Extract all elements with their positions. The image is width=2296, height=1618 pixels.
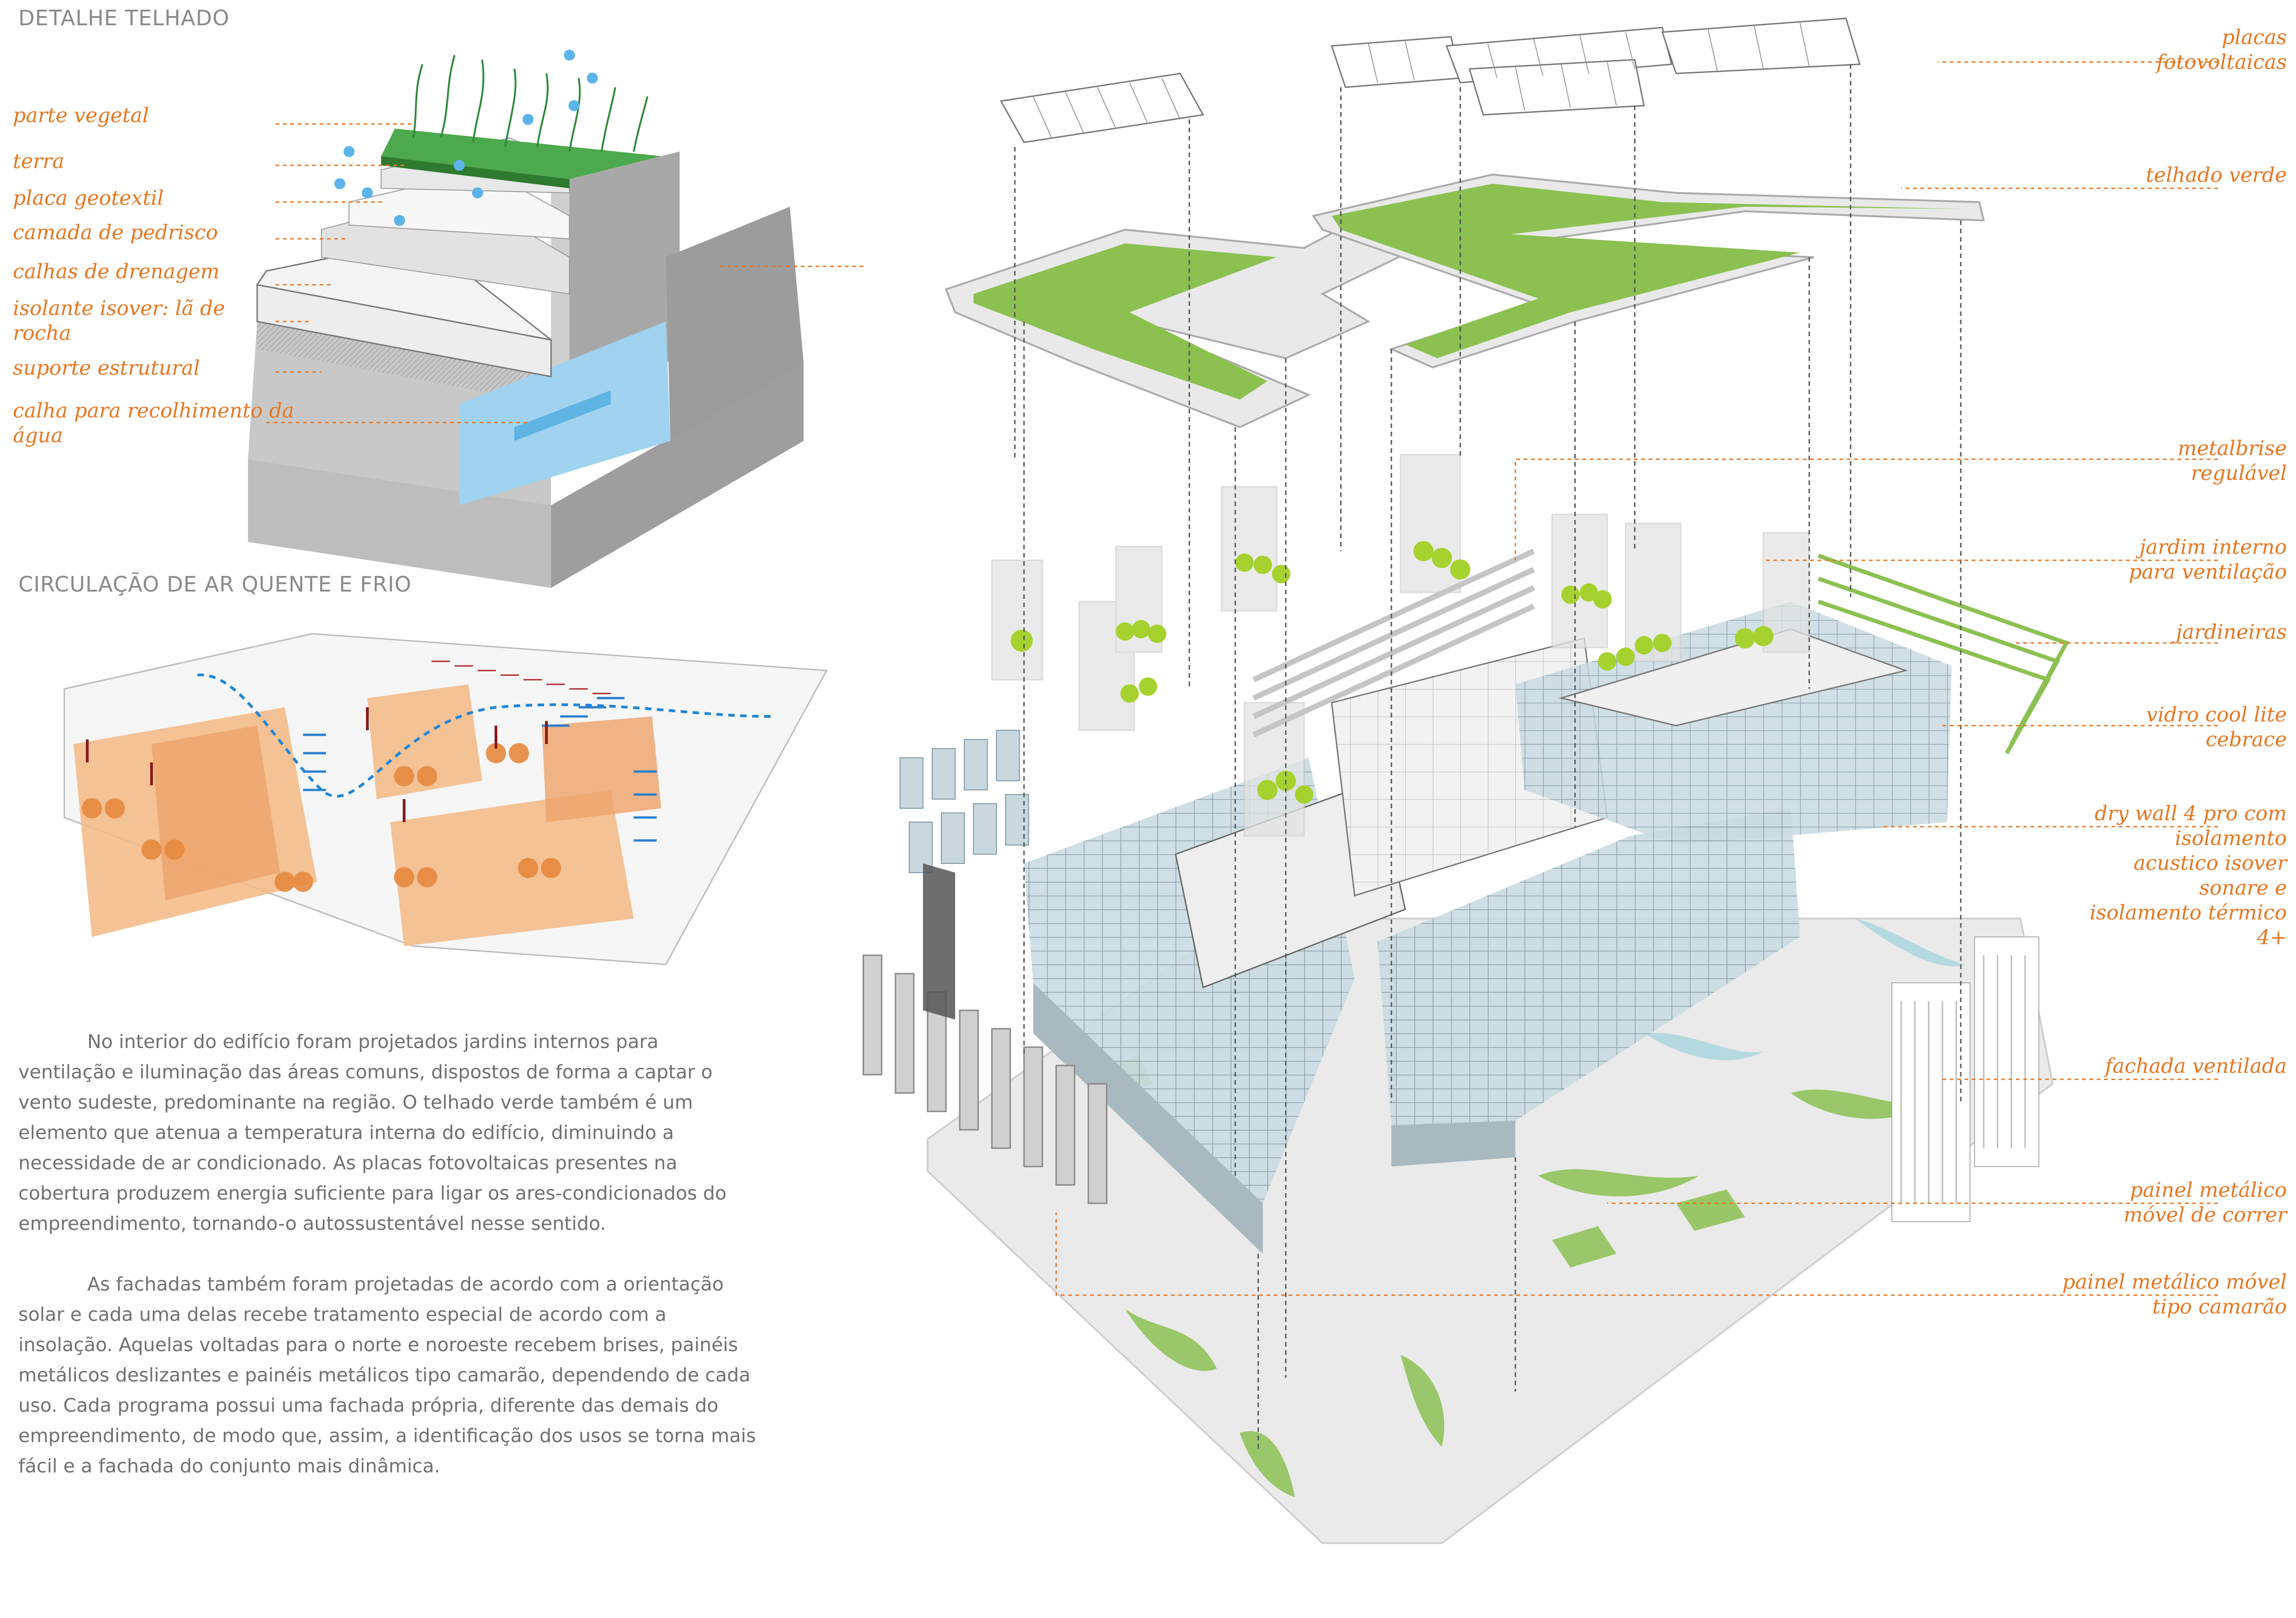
label-dry-wall: dry wall 4 pro com isolamento acustico i… xyxy=(2089,802,2287,949)
label-fachada-ventilada: fachada ventilada xyxy=(2105,1054,2287,1078)
label-painel-correr: painel metálico móvel de correr xyxy=(2123,1178,2287,1227)
label-parte-vegetal: parte vegetal xyxy=(13,104,149,127)
roof-detail-drawing xyxy=(248,50,804,588)
air-circulation-drawing xyxy=(63,633,828,965)
label-telhado-verde: telhado verde xyxy=(2145,163,2287,187)
label-calhas-drenagem: calhas de drenagem xyxy=(13,260,220,283)
label-calha-recolhimento: calha para recolhimento da água xyxy=(13,399,294,447)
roof-detail-heading: DETALHE TELHADO xyxy=(18,6,230,30)
label-metalbrise: metalbrise regulável xyxy=(2178,437,2287,485)
label-suporte-estrutural: suporte estrutural xyxy=(13,356,200,380)
paragraph-2: As fachadas também foram projetadas de a… xyxy=(18,1273,756,1477)
label-isolante-isover: isolante isover: lã de rocha xyxy=(13,297,225,345)
label-jardim-interno: jardim interno para ventilação xyxy=(2128,536,2287,584)
label-camada-pedrisco: camada de pedrisco xyxy=(13,221,218,244)
label-jardineiras: jardineiras xyxy=(2176,620,2287,644)
label-placas-fotovoltaicas: placas fotovoltaicas xyxy=(2156,26,2287,74)
paragraph-1: No interior do edifício foram projetados… xyxy=(18,1031,727,1235)
air-circulation-heading: CIRCULAÇÃO DE AR QUENTE E FRIO xyxy=(18,572,412,597)
label-painel-camarao: painel metálico móvel tipo camarão xyxy=(2062,1270,2287,1319)
label-placa-geotextil: placa geotextil xyxy=(13,186,164,210)
building-axonometric-drawing xyxy=(266,17,2218,1544)
label-terra: terra xyxy=(13,150,65,173)
description-text: No interior do edifício foram projetados… xyxy=(18,1026,758,1481)
label-vidro-cool-lite: vidro cool lite cebrace xyxy=(2146,703,2287,751)
